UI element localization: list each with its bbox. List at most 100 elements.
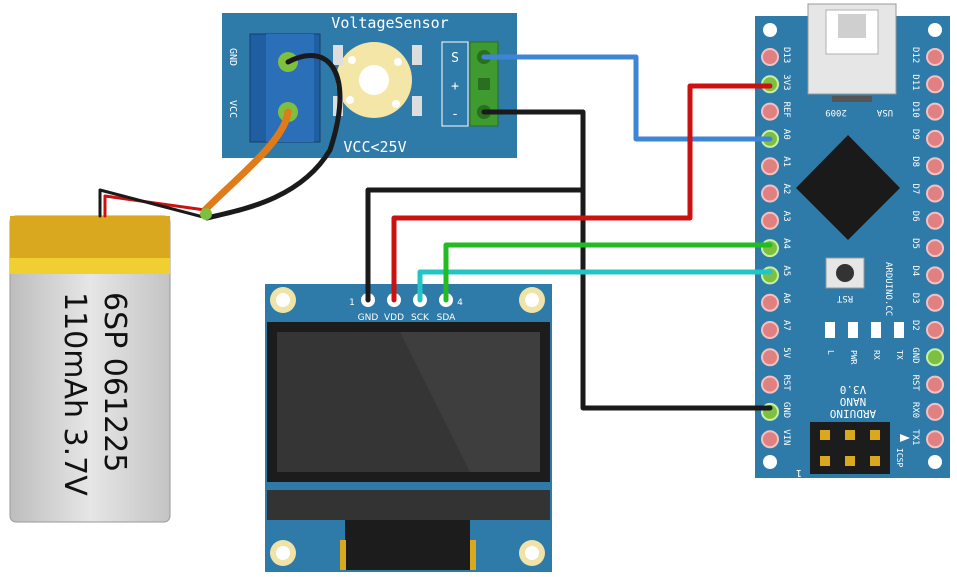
- nano-pin-right-d4: [926, 266, 944, 285]
- led-rx: [871, 322, 881, 338]
- nano-pin-left-a6: [761, 293, 779, 312]
- icsp-pin1-label: 1: [796, 467, 802, 478]
- wire-sensor-vcc-orange: [201, 108, 292, 214]
- battery-cap-band: [10, 258, 170, 274]
- wire-oled-vdd-red: [391, 83, 773, 303]
- wire-sensor-gnd-black: [204, 53, 343, 221]
- nano-pin-label-right-d9: D9: [910, 129, 920, 140]
- wires: [98, 53, 773, 411]
- sensor-s-label: S: [451, 51, 459, 66]
- nano-pin-label-right-d5: D5: [910, 238, 920, 249]
- led-l-label: L: [826, 350, 835, 355]
- led-pwr: [848, 322, 858, 338]
- nano-pin-right-d10: [926, 102, 944, 121]
- nano-name-line-1: ARDUINO: [830, 407, 876, 420]
- nano-pin-right-d5: [926, 239, 944, 258]
- oled-vdd-label: VDD: [384, 313, 404, 323]
- nano-pin-label-left-a2: A2: [781, 184, 791, 195]
- sensor-minus-label: -: [451, 107, 459, 122]
- battery-cap: [10, 216, 170, 260]
- wire-oled-sda-green: [443, 242, 773, 303]
- nano-pin-label-right-d3: D3: [910, 293, 920, 304]
- nano-pin-right-gnd: [926, 348, 944, 367]
- nano-pin-left-vin: [761, 430, 779, 449]
- nano-pin-label-right-d6: D6: [910, 211, 920, 222]
- nano-pin-right-d8: [926, 157, 944, 176]
- voltage-sensor-module: VoltageSensor GND VCC VCC<25V S + -: [222, 13, 517, 158]
- nano-pin-right-d11: [926, 75, 944, 94]
- nano-brand-label: ARDUINO.CC: [883, 262, 893, 316]
- nano-pin-label-left-a3: A3: [781, 211, 791, 222]
- nano-pin-label-right-d7: D7: [910, 184, 920, 195]
- nano-pin-right-rst: [926, 375, 944, 394]
- nano-pin-label-left-gnd: GND: [781, 402, 791, 418]
- wire-battery-red: [103, 194, 207, 218]
- wire-signal-blue: [481, 54, 773, 142]
- led-l: [825, 322, 835, 338]
- nano-pin-label-right-d12: D12: [910, 47, 920, 63]
- led-rx-label: RX: [872, 350, 881, 360]
- nano-pin-label-left-a0: A0: [781, 129, 791, 140]
- wire-battery-black: [98, 188, 209, 220]
- nano-pin-label-right-d11: D11: [910, 74, 920, 90]
- nano-pin-label-right-gnd: GND: [910, 347, 920, 363]
- nano-pin-label-right-d2: D2: [910, 320, 920, 331]
- nano-pin-label-left-a5: A5: [781, 265, 791, 276]
- microcontroller-chip: [796, 135, 900, 240]
- battery-model-label: 6SP 061225: [97, 292, 132, 472]
- oled-pin-number-1: 1: [349, 298, 355, 308]
- nano-pin-right-d6: [926, 211, 944, 230]
- nano-pin-label-left-d13: D13: [781, 47, 791, 63]
- wire-sensor-minus-black: [481, 109, 773, 411]
- arduino-nano-board: 2009 USA RST ARDUINO.CC L PWR RX TX V3.0…: [755, 3, 950, 478]
- nano-year-label: 2009: [825, 107, 847, 117]
- nano-pin-left-ref: [761, 102, 779, 121]
- nano-usa-label: USA: [876, 107, 893, 117]
- nano-pin-label-left-5v: 5V: [781, 347, 791, 358]
- sensor-gnd-label: GND: [227, 48, 238, 66]
- nano-pin-label-right-d10: D10: [910, 102, 920, 118]
- icsp-header: [810, 422, 890, 474]
- nano-pin-label-left-rst: RST: [781, 375, 791, 392]
- nano-pin-right-d2: [926, 321, 944, 339]
- oled-display-module: 1 4 GND VDD SCK SDA: [265, 284, 552, 572]
- nano-pin-label-left-ref: REF: [781, 102, 791, 118]
- sensor-vcc-label: VCC: [227, 100, 238, 118]
- nano-pin-label-left-vin: VIN: [781, 429, 791, 445]
- nano-pin-label-right-d4: D4: [910, 265, 920, 276]
- nano-pin-left-a7: [761, 321, 779, 339]
- oled-sck-label: SCK: [411, 313, 430, 323]
- nano-pin-label-left-a4: A4: [781, 238, 791, 249]
- sensor-plus-label: +: [451, 79, 459, 94]
- nano-pin-right-tx1: [926, 430, 944, 449]
- wire-oled-gnd-black: [365, 187, 586, 303]
- led-pwr-label: PWR: [849, 350, 858, 365]
- nano-pin-left-d13: [761, 48, 779, 66]
- nano-pin-right-d12: [926, 48, 944, 66]
- nano-pin-left-5v: [761, 348, 779, 367]
- nano-pin-right-rx0: [926, 402, 944, 421]
- oled-flex-cable: [345, 520, 470, 570]
- nano-pin-left-rst: [761, 375, 779, 394]
- oled-gnd-label: GND: [358, 313, 379, 323]
- nano-name-line-3: V3.0: [840, 383, 867, 396]
- nano-pin-label-left-a7: A7: [781, 320, 791, 331]
- wire-oled-sck-cyan: [417, 269, 773, 303]
- nano-pin-right-d3: [926, 293, 944, 312]
- reset-button-label: RST: [836, 293, 853, 303]
- nano-pin-label-right-rst: RST: [910, 375, 920, 392]
- lipo-battery: 6SP 061225 110mAh 3.7V: [9, 215, 171, 523]
- led-tx-label: TX: [895, 350, 904, 360]
- voltage-sensor-title: VoltageSensor: [331, 14, 448, 32]
- nano-pin-left-a1: [761, 157, 779, 176]
- nano-pin-label-right-rx0: RX0: [910, 402, 920, 418]
- nano-pin-label-right-tx1: TX1: [910, 429, 920, 445]
- nano-pin-label-right-d8: D8: [910, 156, 920, 167]
- nano-pin-label-left-3v3: 3V3: [781, 74, 791, 90]
- sensor-rating-label: VCC<25V: [343, 138, 406, 156]
- nano-name-line-2: NANO: [840, 395, 867, 408]
- nano-pin-left-a2: [761, 184, 779, 203]
- nano-pin-label-left-a6: A6: [781, 293, 791, 304]
